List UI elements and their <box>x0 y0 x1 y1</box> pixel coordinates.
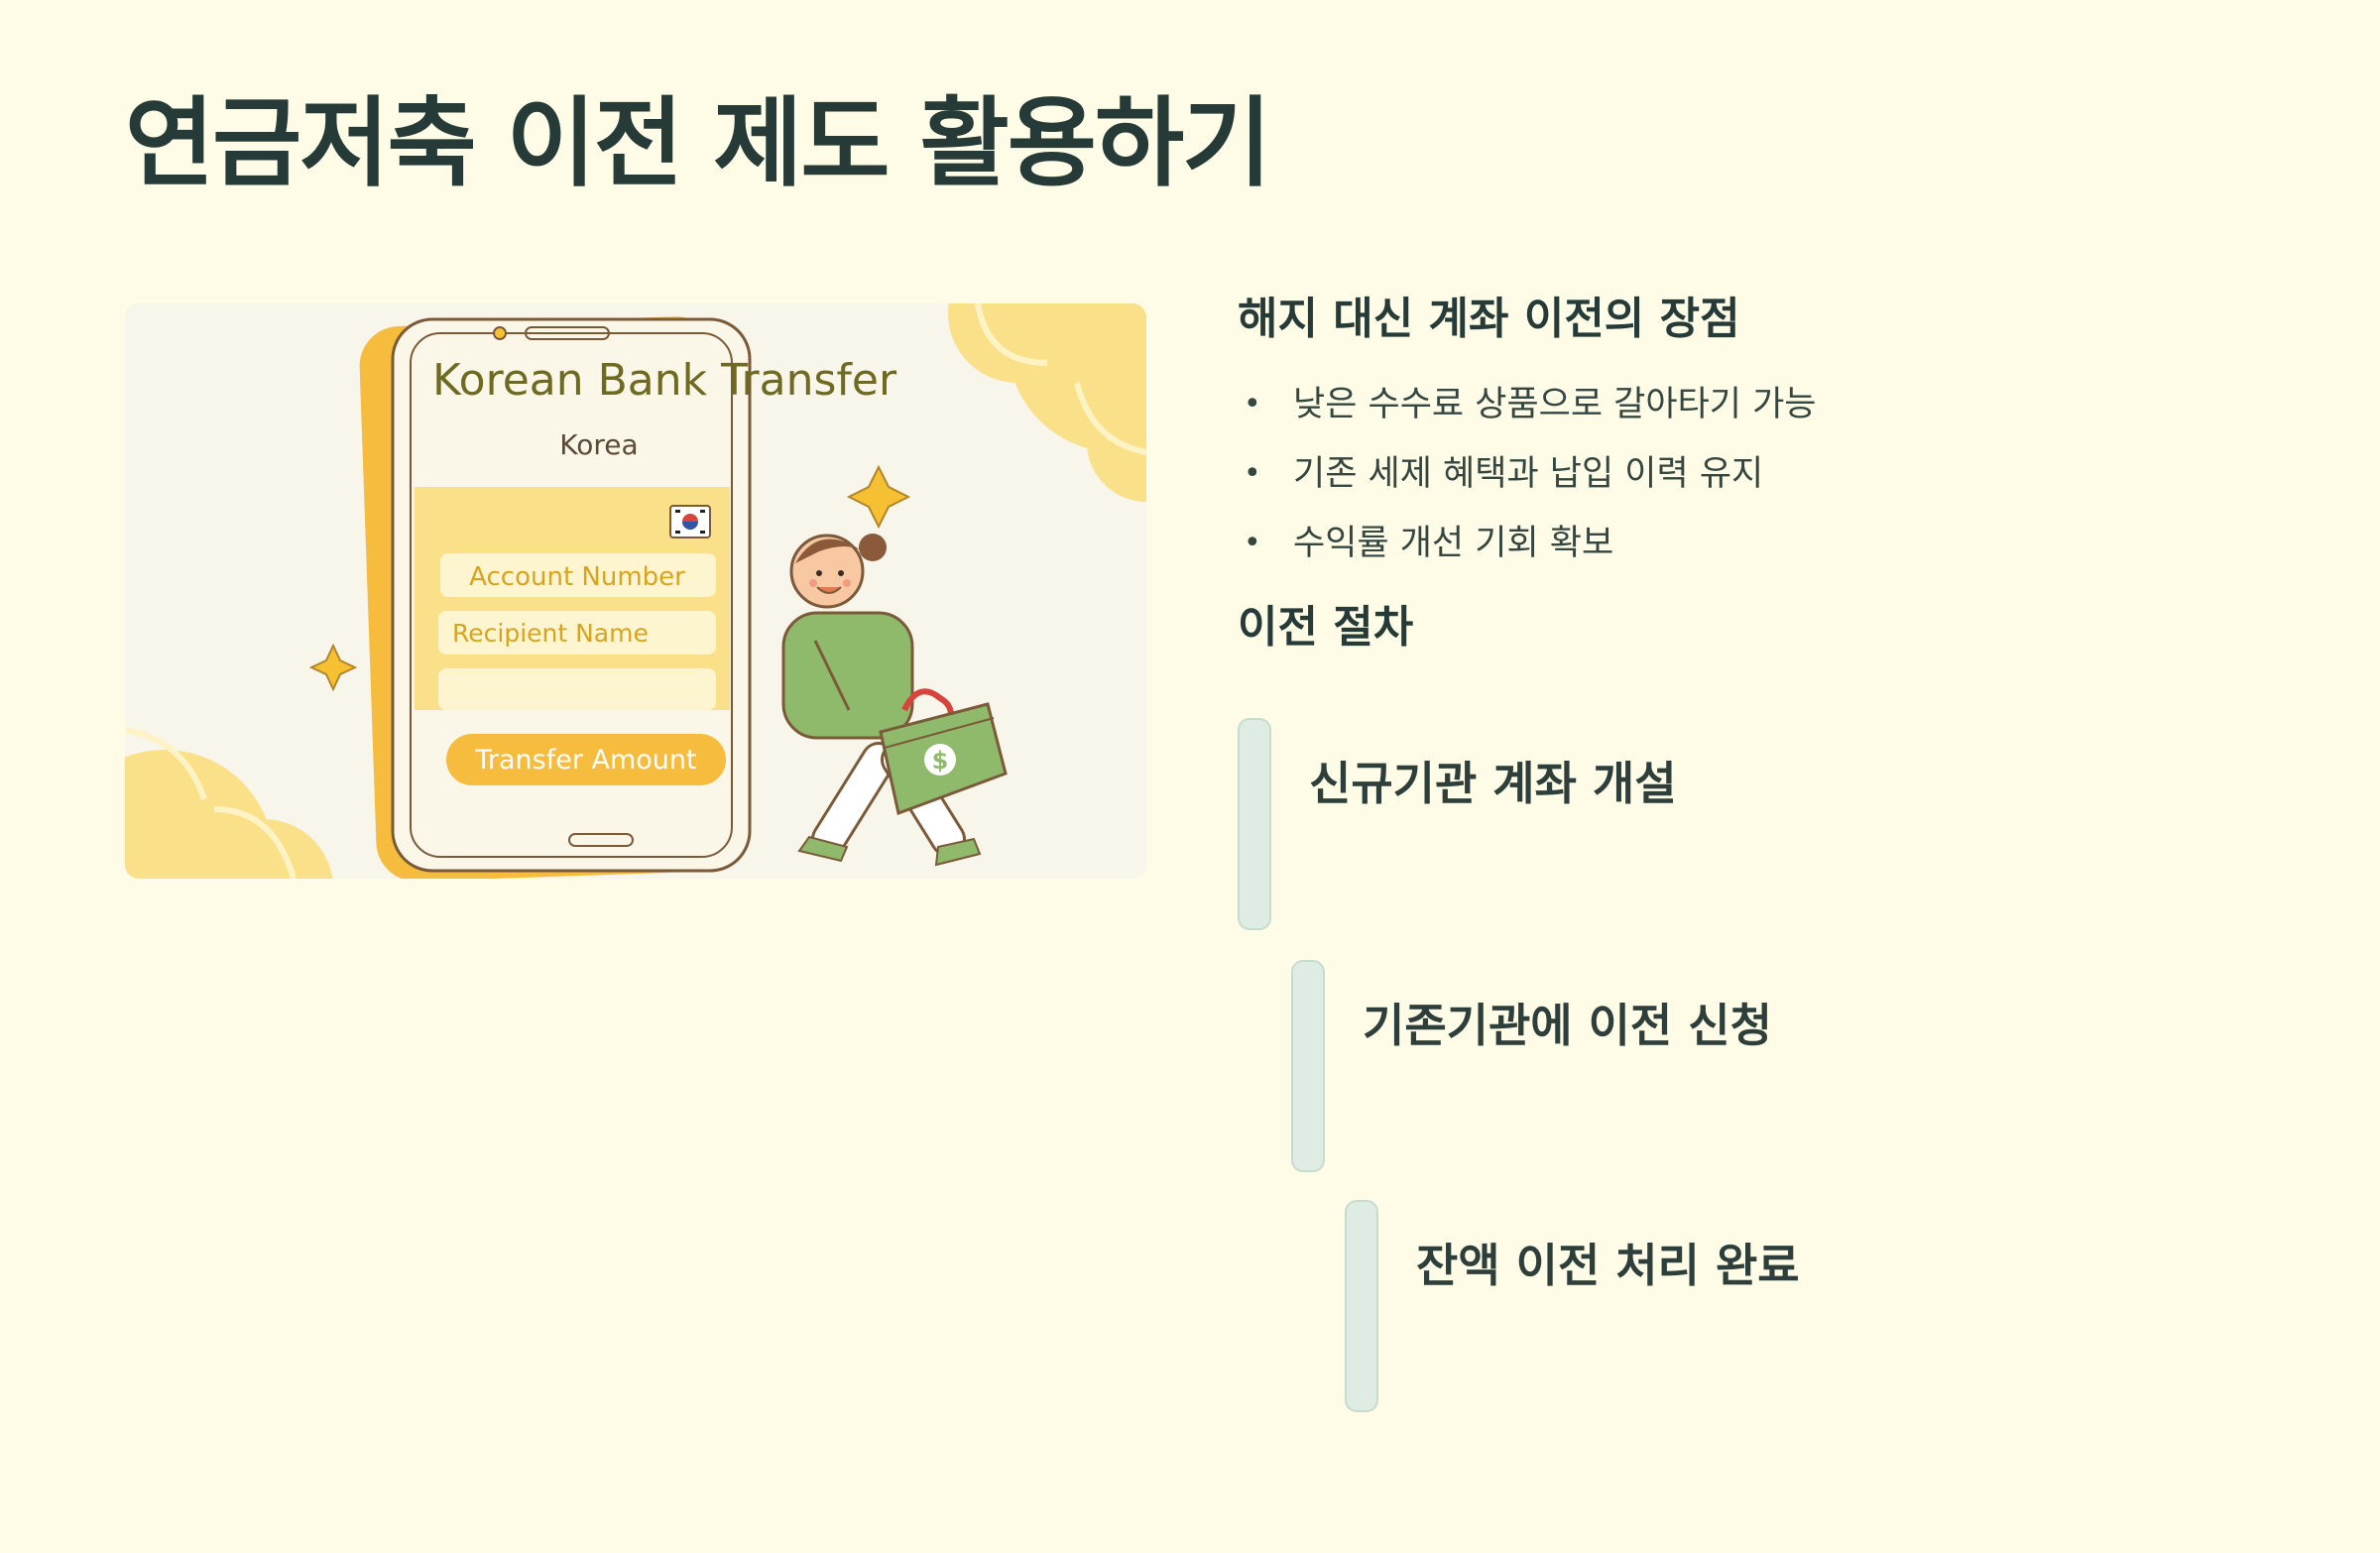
illustration-subheading: Korea <box>559 428 638 461</box>
korean-flag-icon <box>669 505 711 538</box>
cloud-bottom-left-icon <box>125 727 333 879</box>
step-indicator-bar <box>1291 960 1325 1172</box>
page-title: 연금저축 이전 제도 활용하기 <box>125 87 1271 200</box>
list-item: • 수익률 개선 기회 확보 <box>1238 509 2328 578</box>
procedure-heading: 이전 절차 <box>1238 601 1414 653</box>
illustration-heading: Korean Bank Transfer <box>432 355 897 406</box>
benefit-text: 기존 세제 혜택과 납입 이력 유지 <box>1293 453 1764 494</box>
account-number-field: Account Number <box>469 562 685 592</box>
person-walking-icon <box>781 534 982 867</box>
transfer-amount-button: Transfer Amount <box>474 745 696 776</box>
step-indicator-bar <box>1238 718 1271 930</box>
benefit-text: 낮은 수수료 상품으로 갈아타기 가능 <box>1293 384 1817 424</box>
sparkle-icon <box>846 464 911 530</box>
step-label: 잔액 이전 처리 완료 <box>1416 1239 1800 1292</box>
info-panel: 해지 대신 계좌 이전의 장점 • 낮은 수수료 상품으로 갈아타기 가능 • … <box>1238 294 2328 655</box>
step-indicator-bar <box>1345 1200 1378 1412</box>
benefits-heading: 해지 대신 계좌 이전의 장점 <box>1238 294 1740 344</box>
bank-transfer-illustration: Korean Bank Transfer Korea Account Numbe… <box>125 303 1146 879</box>
step-label: 기존기관에 이전 신청 <box>1363 999 1772 1052</box>
bullet-icon: • <box>1244 455 1261 491</box>
bullet-icon: • <box>1244 386 1261 421</box>
recipient-name-field: Recipient Name <box>452 619 649 648</box>
bullet-icon: • <box>1244 525 1261 560</box>
money-bag-icon: $ <box>879 688 1008 816</box>
step-label: 신규기관 계좌 개설 <box>1309 757 1677 810</box>
bag-dollar-symbol: $ <box>932 747 949 775</box>
benefit-list: • 낮은 수수료 상품으로 갈아타기 가능 • 기존 세제 혜택과 납입 이력 … <box>1238 370 2328 578</box>
sparkle-icon <box>308 643 358 692</box>
list-item: • 낮은 수수료 상품으로 갈아타기 가능 <box>1238 370 2328 439</box>
cloud-top-right-icon <box>948 303 1146 502</box>
benefit-text: 수익률 개선 기회 확보 <box>1293 523 1614 563</box>
list-item: • 기존 세제 혜택과 납입 이력 유지 <box>1238 439 2328 509</box>
